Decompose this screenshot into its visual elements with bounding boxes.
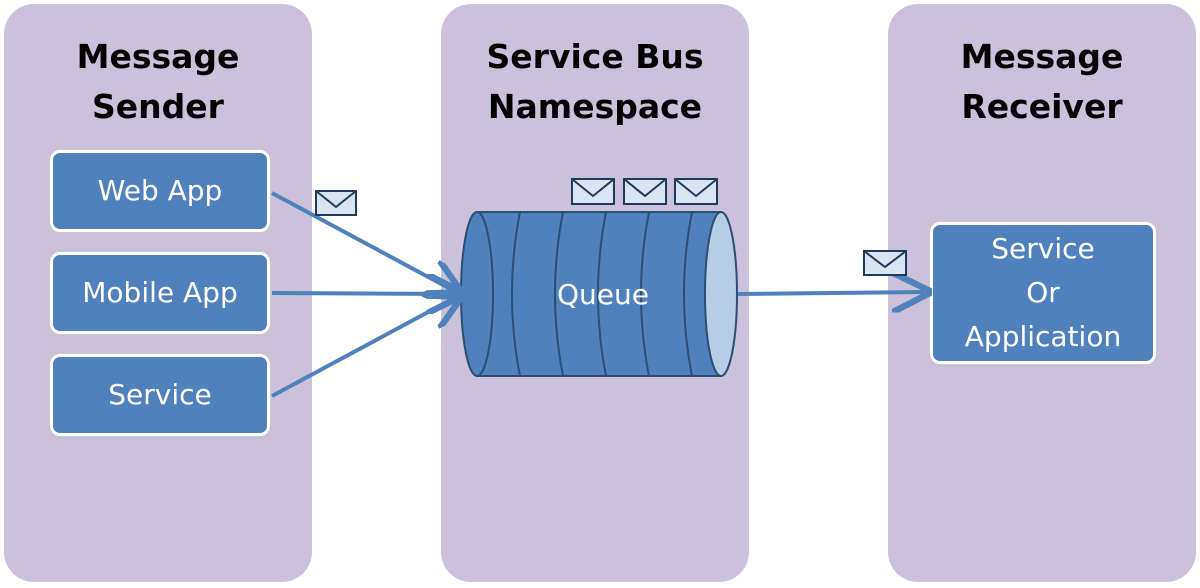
envelope-icon: [623, 178, 667, 205]
node-service: Service: [50, 354, 270, 436]
envelope-icon: [674, 178, 718, 205]
queue-segment: [554, 211, 564, 377]
queue-segment: [511, 211, 521, 377]
node-mobile-app: Mobile App: [50, 252, 270, 334]
envelope-icon: [315, 190, 357, 216]
envelope-icon: [571, 178, 615, 205]
arrow-queue-to-receiver: [737, 292, 924, 294]
queue-segment: [597, 211, 607, 377]
arrow-service-to-queue: [271, 296, 458, 398]
envelope-icon: [863, 250, 907, 276]
panel-title-namespace: Service Bus Namespace: [486, 37, 704, 126]
queue-segment: [640, 211, 650, 377]
node-service-or-application: Service Or Application: [930, 222, 1156, 364]
queue-right-cap: [704, 211, 738, 377]
panel-title-receiver: Message Receiver: [960, 37, 1124, 126]
arrow-web-app-to-queue: [271, 191, 458, 293]
node-web-app: Web App: [50, 150, 270, 232]
queue-segment: [683, 211, 693, 377]
arrow-mobile-app-to-queue: [271, 293, 458, 294]
queue-cylinder: [460, 211, 738, 377]
panel-title-sender: Message Sender: [76, 37, 240, 126]
queue-label: Queue: [557, 278, 649, 311]
